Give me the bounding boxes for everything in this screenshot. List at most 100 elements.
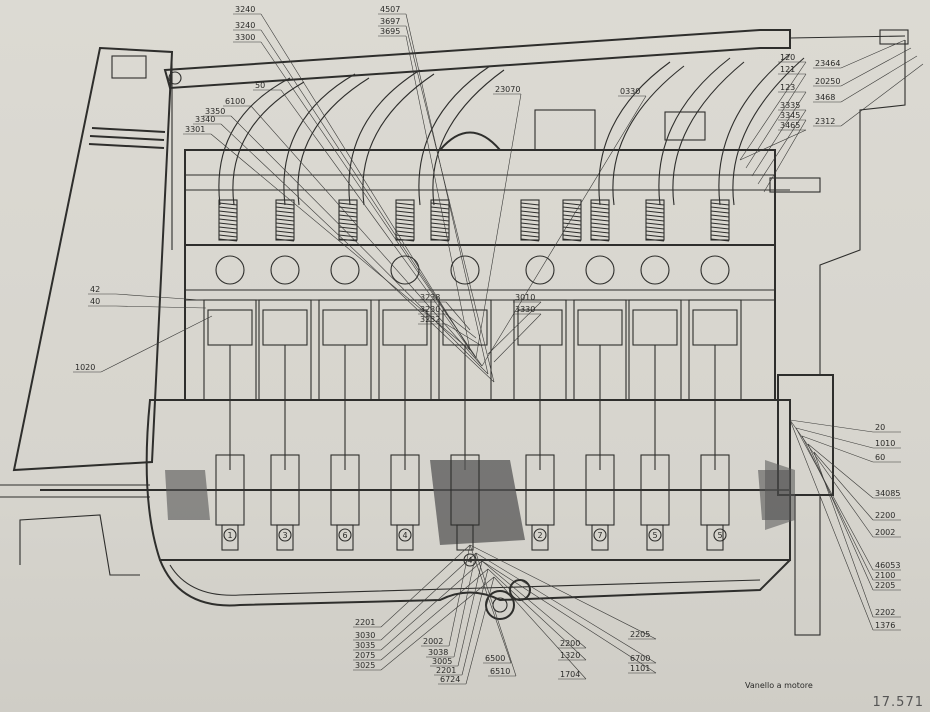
main-bearing-cap bbox=[221, 524, 239, 551]
leader-line bbox=[840, 39, 906, 69]
part-number-label: 6500 bbox=[485, 654, 505, 663]
part-number-label: 2002 bbox=[875, 528, 895, 537]
leader-line bbox=[250, 105, 483, 367]
cylinder-number: 7 bbox=[598, 531, 603, 540]
leader-line bbox=[405, 25, 495, 383]
cylinder-number: 5 bbox=[718, 531, 723, 540]
cylinder-number-circle bbox=[593, 528, 607, 542]
cylinders bbox=[203, 255, 742, 470]
part-number-label: 3240 bbox=[235, 21, 255, 30]
leader-line bbox=[100, 315, 213, 373]
spring-coil bbox=[645, 234, 665, 238]
spring-coil bbox=[590, 222, 610, 226]
part-number-label: 3330 bbox=[515, 305, 535, 314]
spring-coil bbox=[430, 214, 450, 218]
spring-coil bbox=[590, 234, 610, 238]
spring-coil bbox=[430, 222, 450, 226]
leader-line bbox=[487, 568, 587, 661]
part-number-label: 1376 bbox=[875, 621, 895, 630]
spring-coil bbox=[710, 218, 730, 222]
leader-line bbox=[457, 560, 483, 667]
spring-coil bbox=[395, 202, 415, 206]
spring-coil bbox=[338, 234, 358, 238]
part-number-label: 0330 bbox=[620, 87, 640, 96]
part-number-label: 3230 bbox=[420, 305, 440, 314]
cylinder-number: 3 bbox=[283, 531, 288, 540]
leader-line bbox=[461, 568, 489, 676]
part-number-label: 3465 bbox=[780, 121, 800, 130]
spring-coil bbox=[395, 226, 415, 230]
part-number-label: 2200 bbox=[875, 511, 895, 520]
part-number-label: 1020 bbox=[75, 363, 95, 372]
part-number-label: 3010 bbox=[515, 293, 535, 302]
part-number-label: 3697 bbox=[380, 17, 400, 26]
leader-line bbox=[280, 89, 477, 359]
part-number-label: 3350 bbox=[205, 107, 225, 116]
cylinder-number: 4 bbox=[403, 531, 408, 540]
spring-coil bbox=[645, 210, 665, 214]
spring-coil bbox=[590, 230, 610, 234]
spring-coil bbox=[645, 214, 665, 218]
leader-line bbox=[807, 443, 874, 591]
spring-coil bbox=[590, 214, 610, 218]
part-number-label: 2202 bbox=[875, 608, 895, 617]
part-number-label: 3468 bbox=[815, 93, 835, 102]
part-number-label: 4507 bbox=[380, 5, 400, 14]
crankshaft bbox=[215, 454, 730, 551]
spring-coil bbox=[645, 230, 665, 234]
spring-coil bbox=[218, 218, 238, 222]
leader-line bbox=[445, 301, 471, 331]
leader-line bbox=[445, 323, 483, 347]
spring-coil bbox=[430, 234, 450, 238]
main-bearing-cap bbox=[531, 524, 549, 551]
spring-coil bbox=[520, 210, 540, 214]
part-number-label: 1010 bbox=[875, 439, 895, 448]
spring-coil bbox=[218, 230, 238, 234]
spring-coil bbox=[275, 206, 295, 210]
spring-coil bbox=[710, 210, 730, 214]
leader-line bbox=[757, 109, 807, 185]
leader-line bbox=[405, 35, 471, 351]
spring-coil bbox=[562, 222, 582, 226]
leader-line bbox=[813, 451, 874, 521]
combustion-chamber bbox=[640, 255, 670, 285]
oil-sump bbox=[159, 559, 791, 620]
leader-line bbox=[807, 443, 874, 499]
main-bearing-cap bbox=[591, 524, 609, 551]
part-number-label: 6100 bbox=[225, 97, 245, 106]
leader-line bbox=[739, 61, 807, 161]
piston bbox=[632, 309, 678, 346]
spring-coil bbox=[218, 234, 238, 238]
spring-coil bbox=[710, 206, 730, 210]
spring-coil bbox=[430, 206, 450, 210]
spring-coil bbox=[590, 218, 610, 222]
spring-coil bbox=[645, 202, 665, 206]
mount-bracket bbox=[19, 514, 140, 576]
spring-coil bbox=[562, 218, 582, 222]
part-number-label: 3340 bbox=[195, 115, 215, 124]
leader-line bbox=[115, 305, 207, 309]
part-number-label: 60 bbox=[875, 453, 885, 462]
front-column bbox=[12, 46, 174, 472]
leader-line bbox=[795, 427, 874, 571]
leader-line bbox=[763, 119, 807, 193]
cylinder-number-circle bbox=[338, 528, 352, 542]
spring-coil bbox=[562, 214, 582, 218]
spring-coil bbox=[710, 238, 730, 242]
part-number-label: 46053 bbox=[875, 561, 900, 570]
spring-coil bbox=[218, 226, 238, 230]
cylinder-number-circle bbox=[223, 528, 237, 542]
leader-line bbox=[469, 544, 512, 664]
leader-line bbox=[380, 544, 471, 628]
intake-pipes bbox=[218, 53, 805, 206]
leader-line bbox=[840, 55, 918, 103]
leader-line bbox=[751, 91, 807, 177]
piston bbox=[577, 309, 623, 346]
spring-coil bbox=[338, 214, 358, 218]
spring-coil bbox=[275, 238, 295, 242]
spring-coil bbox=[562, 230, 582, 234]
spring-coil bbox=[562, 202, 582, 206]
piston bbox=[692, 309, 738, 346]
spring-coil bbox=[395, 238, 415, 242]
